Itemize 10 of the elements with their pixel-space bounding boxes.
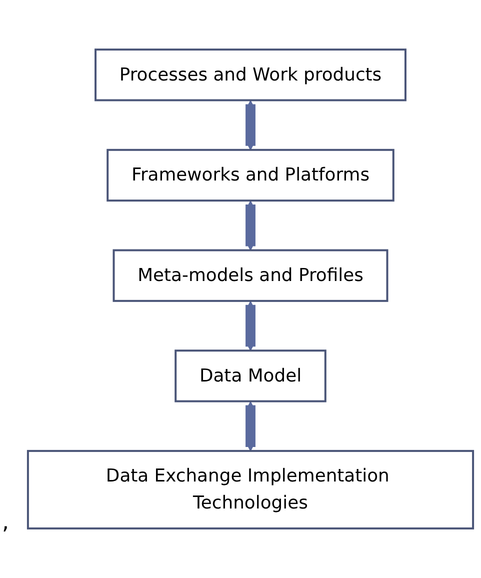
node-box: Data Model [174, 350, 326, 402]
node-box: Processes and Work products [94, 48, 406, 102]
arrow [246, 401, 256, 452]
arrow [246, 200, 256, 251]
node-box: Frameworks and Platforms [106, 148, 394, 202]
node-box: Data Exchange Implementation Technologies [26, 450, 474, 530]
text-mark: , [2, 510, 9, 535]
node-box: Meta-models and Profiles [112, 249, 388, 302]
arrow [246, 300, 256, 351]
arrow [246, 100, 256, 150]
